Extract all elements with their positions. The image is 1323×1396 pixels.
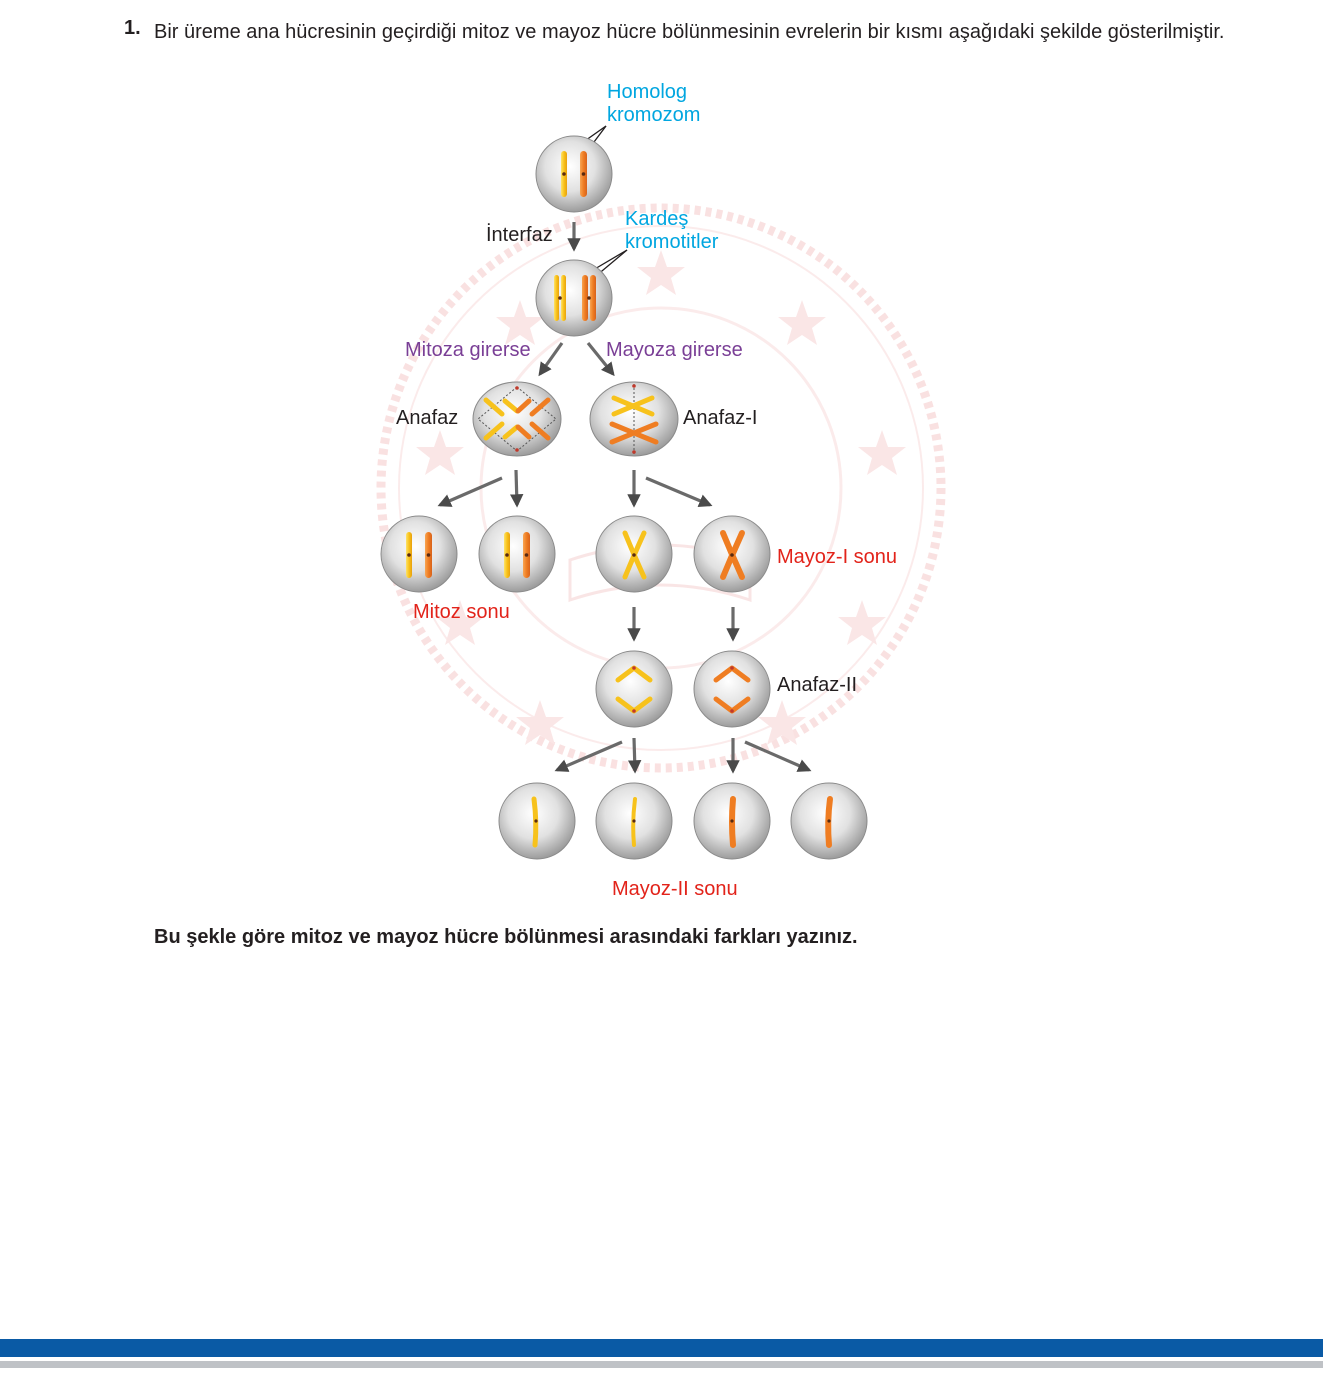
arrow-to-mayoz — [586, 341, 615, 377]
label-homolog-1: Homolog — [607, 81, 687, 103]
cell-division-diagram: Homolog kromozom İnterfaz Kardeş kromoti… — [376, 81, 946, 900]
label-homolog-2: kromozom — [607, 104, 700, 126]
label-mayoz-1-sonu: Mayoz-I sonu — [777, 546, 897, 568]
cell-mayoz-1-sonu-2 — [693, 515, 771, 593]
label-kardes-1: Kardeş — [625, 208, 688, 230]
question-prompt: Bu şekle göre mitoz ve mayoz hücre bölün… — [154, 926, 858, 948]
label-mitoz-sonu: Mitoz sonu — [413, 601, 510, 623]
footer-gray-bar — [0, 1361, 1323, 1368]
cell-mayoz-2-sonu-3 — [693, 782, 771, 860]
cell-anafaz-2-yellow — [595, 650, 673, 728]
cell-mayoz-1-sonu-1 — [595, 515, 673, 593]
arrow-anafaz2b-right — [744, 740, 812, 772]
arrow-anafaz-right — [509, 469, 524, 508]
arrow-anafaz-left — [437, 476, 503, 507]
arrow-anafaz2a-left — [554, 740, 623, 772]
footer-blue-bar — [0, 1339, 1323, 1357]
arrow-to-mitoz — [538, 342, 564, 377]
cell-after-interfaz — [535, 259, 613, 337]
cell-mitoz-sonu-2 — [478, 515, 556, 593]
label-mayoza-girerse: Mayoza girerse — [606, 339, 743, 361]
question-text: Bir üreme ana hücresinin geçirdiği mitoz… — [154, 21, 1225, 43]
label-anafaz-1: Anafaz-I — [683, 407, 757, 429]
cell-mayoz-2-sonu-2 — [595, 782, 673, 860]
label-mayoz-2-sonu: Mayoz-II sonu — [612, 878, 738, 900]
label-mitoza-girerse: Mitoza girerse — [405, 339, 531, 361]
cell-anafaz-mitoz — [472, 381, 562, 457]
label-anafaz-2: Anafaz-II — [777, 674, 857, 696]
question-number: 1. — [124, 17, 141, 39]
label-anafaz: Anafaz — [396, 407, 458, 429]
label-interfaz: İnterfaz — [486, 223, 553, 246]
cell-initial — [535, 135, 613, 213]
flow-arrows — [437, 222, 812, 774]
cell-anafaz-1 — [589, 381, 679, 457]
cell-mitoz-sonu-1 — [380, 515, 458, 593]
cell-anafaz-2-orange — [693, 650, 771, 728]
arrow-anafaz2a-right — [627, 737, 642, 774]
cell-mayoz-2-sonu-1 — [498, 782, 576, 860]
cell-mayoz-2-sonu-4 — [790, 782, 868, 860]
arrow-anafaz1-right — [645, 476, 713, 508]
label-kardes-2: kromotitler — [625, 231, 719, 253]
